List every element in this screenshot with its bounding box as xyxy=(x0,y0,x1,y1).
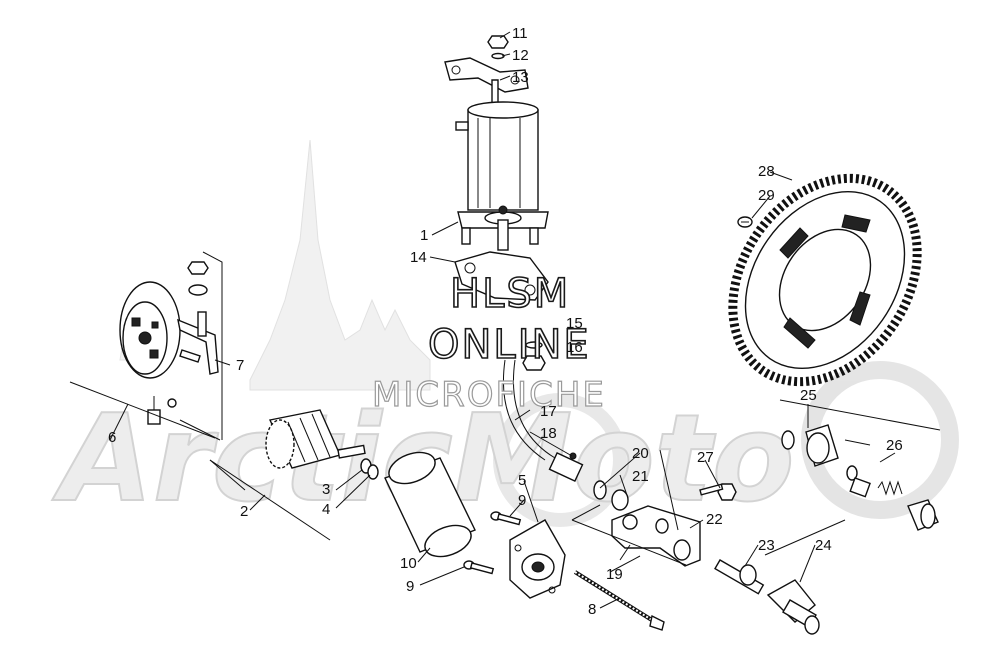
callout-5: 5 xyxy=(518,472,526,489)
callout-21: 21 xyxy=(632,468,649,485)
gasket-14 xyxy=(454,251,549,301)
callout-18: 18 xyxy=(540,425,557,442)
callout-22: 22 xyxy=(706,511,723,528)
yoke-housing-10 xyxy=(384,451,476,558)
callout-1: 1 xyxy=(420,227,428,244)
bolt-9-upper xyxy=(490,511,522,526)
watermark-line-2: ONLINE xyxy=(428,322,591,368)
callout-23: 23 xyxy=(758,537,775,554)
housing-19 xyxy=(611,505,701,567)
callout-2: 2 xyxy=(240,503,248,520)
callout-17: 17 xyxy=(540,403,557,420)
callout-8: 8 xyxy=(588,601,596,618)
watermark-line-1: HLSM xyxy=(450,271,570,317)
callout-4: 4 xyxy=(322,501,330,518)
callout-14: 14 xyxy=(410,249,427,266)
screw-29 xyxy=(737,216,753,228)
callout-9-lower: 9 xyxy=(406,578,414,595)
hlsm-watermark: HLSM ONLINE MICROFICHE xyxy=(371,270,606,415)
shaft-23 xyxy=(714,559,765,595)
through-bolt-8 xyxy=(573,570,665,631)
armature-2 xyxy=(265,409,379,480)
starter-motor-1 xyxy=(455,101,549,251)
callout-20: 20 xyxy=(632,445,649,462)
pinion-gear-25 xyxy=(781,424,839,467)
pinion-24 xyxy=(766,579,820,635)
callout-25: 25 xyxy=(800,387,817,404)
callout-3: 3 xyxy=(322,481,330,498)
starter-cable-17 xyxy=(502,359,584,483)
callout-15: 15 xyxy=(566,315,583,332)
watermark-line-3: MICROFICHE xyxy=(372,375,606,415)
callout-16: 16 xyxy=(566,339,583,356)
callout-27: 27 xyxy=(697,449,714,466)
spring-26 xyxy=(846,465,939,531)
callout-26: 26 xyxy=(886,437,903,454)
bolt-9-lower xyxy=(463,560,495,575)
callout-9-upper: 9 xyxy=(518,492,526,509)
ring-gear-28 xyxy=(728,173,922,387)
callout-7: 7 xyxy=(236,357,244,374)
group-brackets xyxy=(69,251,941,566)
callout-19: 19 xyxy=(606,566,623,583)
callout-6: 6 xyxy=(108,429,116,446)
end-cover-7 xyxy=(119,261,219,379)
nut-15-16 xyxy=(522,341,546,371)
callout-24: 24 xyxy=(815,537,832,554)
callout-labels: 11 12 13 1 14 15 16 28 29 7 6 17 18 25 2… xyxy=(108,25,903,618)
callout-12: 12 xyxy=(512,47,529,64)
callout-10: 10 xyxy=(400,555,417,572)
callout-28: 28 xyxy=(758,163,775,180)
bolt-27 xyxy=(699,483,737,501)
leader-lines xyxy=(214,31,896,609)
callout-13: 13 xyxy=(512,69,529,86)
bracket-13 xyxy=(444,57,529,107)
drive-housing-5 xyxy=(509,519,566,599)
callout-29: 29 xyxy=(758,187,775,204)
callout-11: 11 xyxy=(512,25,528,42)
